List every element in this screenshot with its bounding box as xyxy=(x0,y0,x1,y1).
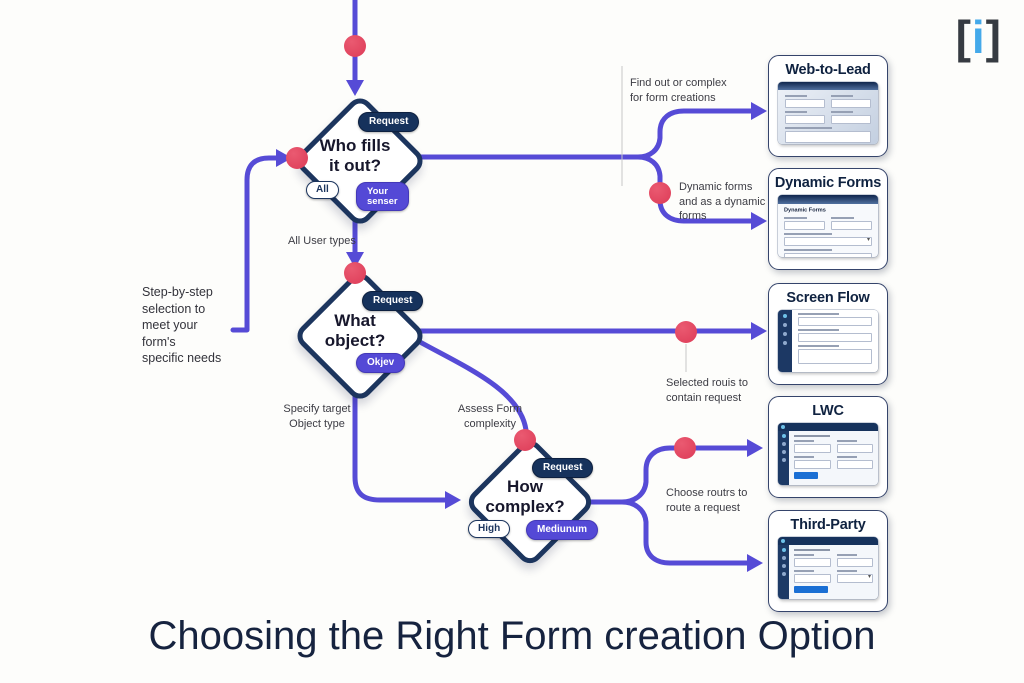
arrow-down-what xyxy=(346,252,364,268)
edge-what-diagonal xyxy=(408,334,529,433)
card-title: Third-Party xyxy=(790,517,866,533)
badge-request: Request xyxy=(532,458,594,478)
arrow-right-web-to-lead xyxy=(751,102,767,120)
decision-question: Who fills it out? xyxy=(319,136,391,176)
decision-question: How complex? xyxy=(485,477,565,517)
badge-request: Request xyxy=(358,112,420,132)
mockup-top-bar xyxy=(778,537,878,545)
junction-dot xyxy=(674,437,696,459)
mockup-submit-button xyxy=(794,586,828,593)
page-title: Choosing the Right Form creation Option xyxy=(148,614,876,658)
note-specify-target: Specify target Object type xyxy=(283,403,351,430)
note-web-to-lead: Find out or complex for form creations xyxy=(630,77,727,104)
decision-question: What object? xyxy=(324,311,386,351)
card-title: Screen Flow xyxy=(786,290,870,306)
mockup-top-bar xyxy=(778,423,878,431)
logo-i: i xyxy=(971,11,985,63)
brand-logo: [i] xyxy=(955,10,1002,64)
note-dynamic-forms: Dynamic forms and as a dynamic forms xyxy=(679,181,766,223)
badge-mediunum: Mediunum xyxy=(526,520,598,540)
logo-bracket-right: ] xyxy=(985,11,1001,63)
junction-dot xyxy=(675,321,697,343)
badge-okjev: Okjev xyxy=(356,353,406,373)
form-mockup-third-party xyxy=(778,537,878,599)
mockup-sidebar xyxy=(778,431,789,485)
note-assess-complexity: Assess Form complexity xyxy=(457,403,523,430)
arrow-right-who xyxy=(276,149,292,167)
edge-to-lwc xyxy=(619,445,750,505)
arrow-right-lwc xyxy=(747,439,763,457)
mockup-header-bar xyxy=(778,195,878,204)
card-dynamic-forms: Dynamic Forms Dynamic Forms xyxy=(768,168,888,270)
card-title: LWC xyxy=(812,403,844,419)
badge-all: All xyxy=(306,181,339,199)
junction-dot xyxy=(344,35,366,57)
form-mockup-web-to-lead xyxy=(778,82,878,144)
edge-what-down xyxy=(352,389,449,503)
mockup-header-bar xyxy=(778,82,878,90)
arrow-down-who xyxy=(346,80,364,96)
junction-dot xyxy=(344,262,366,284)
mockup-submit-button xyxy=(794,472,818,479)
edge-to-third-party xyxy=(619,499,750,566)
arrow-right-how xyxy=(445,491,461,509)
mockup-sidebar xyxy=(778,545,789,599)
arrow-right-third-party xyxy=(747,554,763,572)
form-mockup-dynamic-forms: Dynamic Forms xyxy=(778,195,878,257)
badge-request: Request xyxy=(362,291,424,311)
mockup-sidebar xyxy=(778,310,792,372)
badge-high: High xyxy=(468,520,511,538)
logo-bracket-left: [ xyxy=(955,11,971,63)
mockup-form-title: Dynamic Forms xyxy=(784,206,826,213)
card-title: Web-to-Lead xyxy=(785,62,871,78)
form-mockup-screen-flow xyxy=(778,310,878,372)
note-choose-route: Choose routrs to route a request xyxy=(666,487,748,514)
form-mockup-lwc xyxy=(778,423,878,485)
note-entry: Step-by-step selection to meet your form… xyxy=(142,285,222,365)
card-lwc: LWC xyxy=(768,396,888,498)
edge-to-web-to-lead xyxy=(635,108,754,160)
card-web-to-lead: Web-to-Lead xyxy=(768,55,888,157)
junction-dot xyxy=(286,147,308,169)
note-all-user-types: All User types xyxy=(288,235,356,247)
card-screen-flow: Screen Flow xyxy=(768,283,888,385)
arrow-right-screen-flow xyxy=(751,322,767,340)
edge-left-entry xyxy=(230,155,281,333)
badge-your-senser: Your senser xyxy=(356,182,409,211)
arrow-right-dynamic-forms xyxy=(751,212,767,230)
note-screen-flow: Selected rouis to contain request xyxy=(666,377,748,404)
card-title: Dynamic Forms xyxy=(774,175,882,191)
junction-dot xyxy=(649,182,671,204)
junction-dot xyxy=(514,429,536,451)
card-third-party: Third-Party xyxy=(768,510,888,612)
